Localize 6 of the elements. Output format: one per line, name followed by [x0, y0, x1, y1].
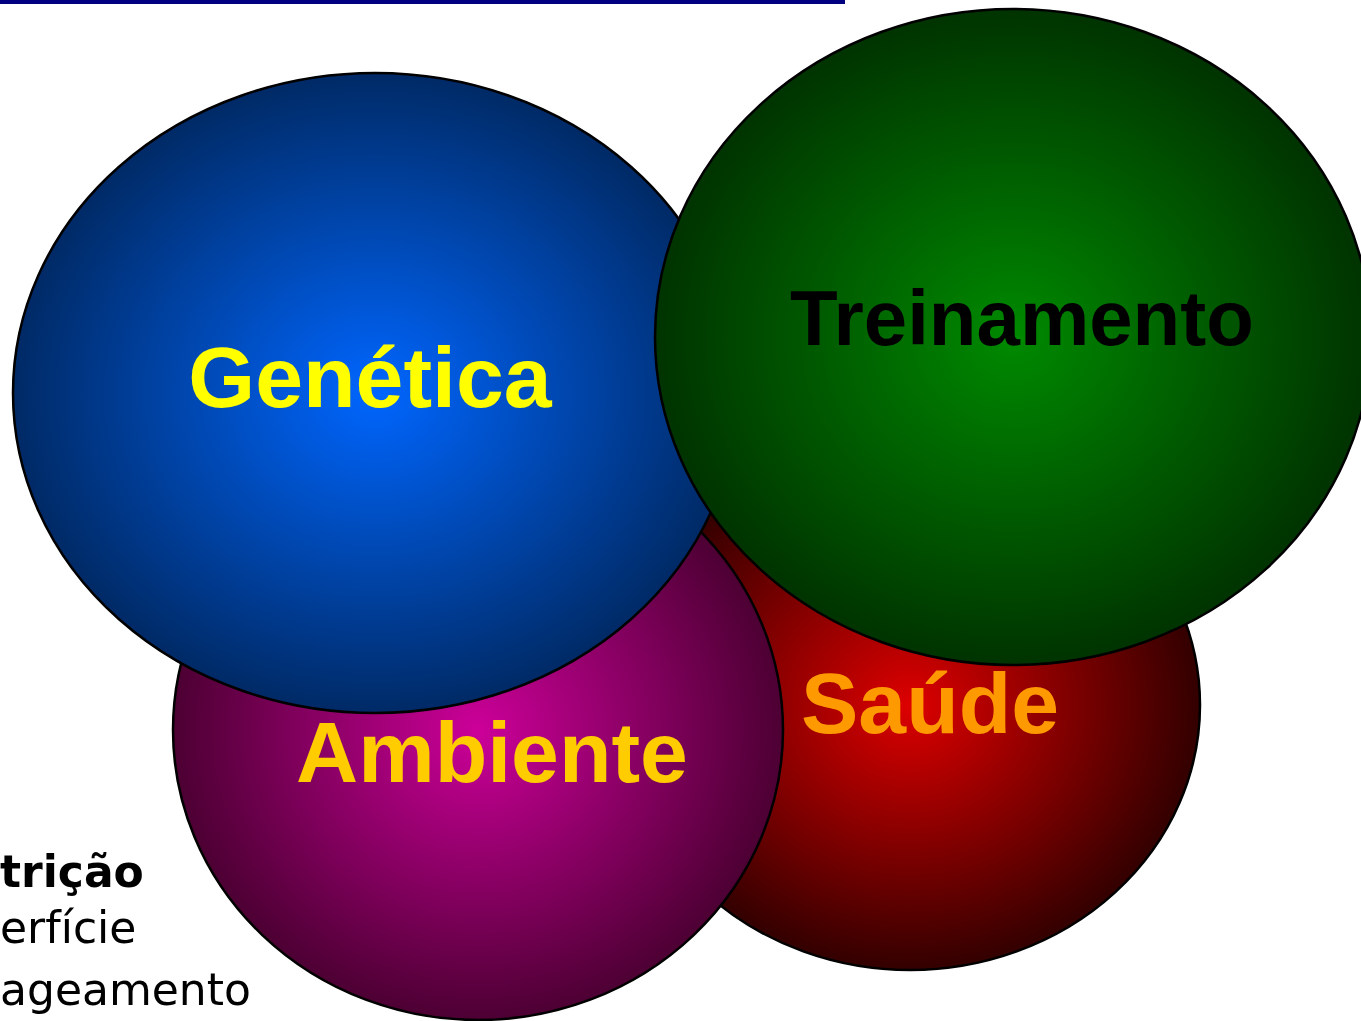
circle-label: Genética — [188, 334, 552, 420]
circle-label: Saúde — [800, 660, 1060, 746]
text-fragment: erfície — [0, 906, 137, 950]
text-fragment: ageamento — [0, 968, 251, 1012]
circle-label: Ambiente — [296, 709, 688, 795]
circle-label: Treinamento — [790, 279, 1254, 357]
